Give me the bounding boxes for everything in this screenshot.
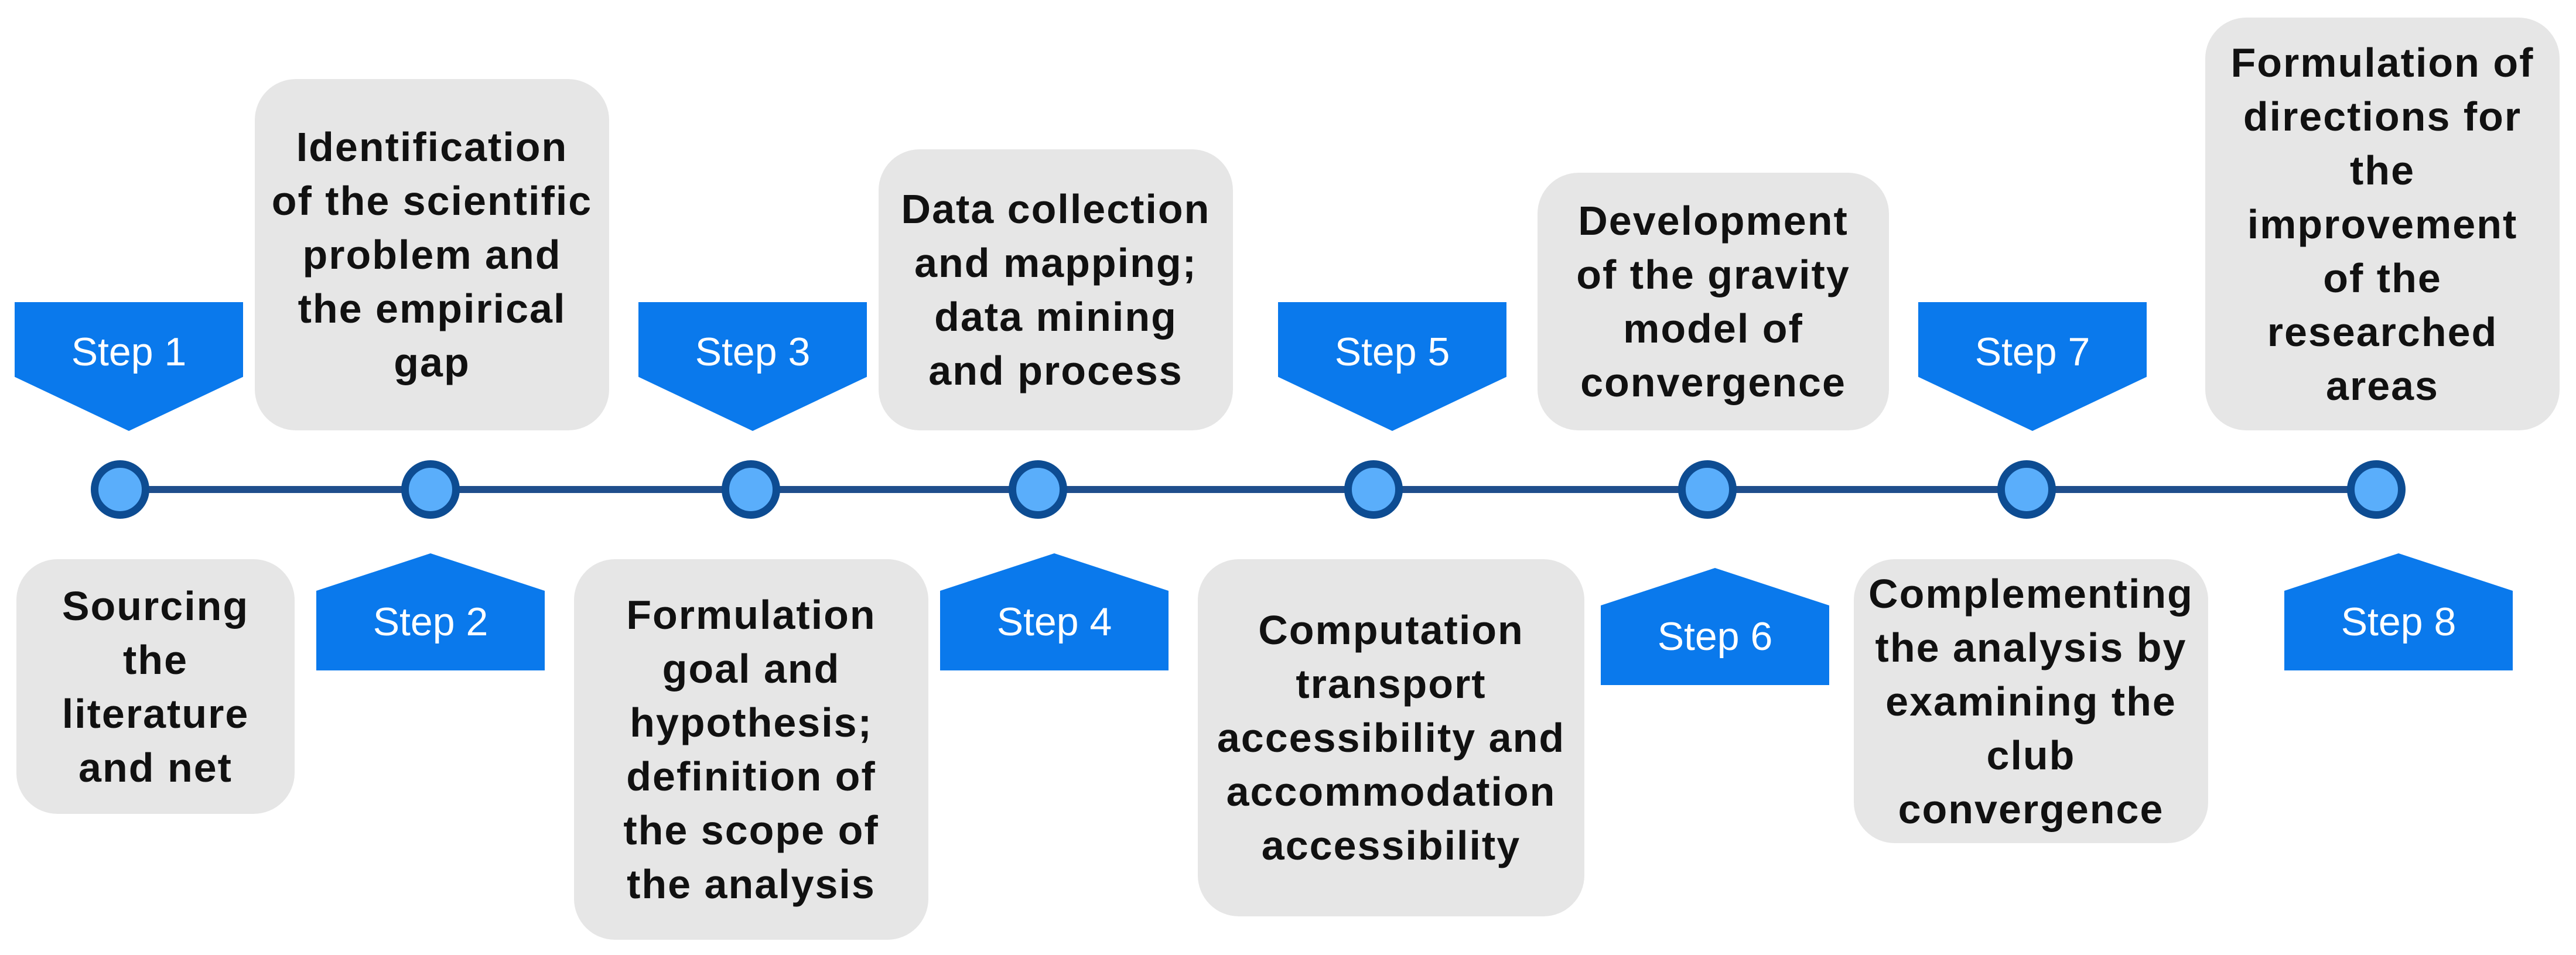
step-3-box: Formulation goal and hypothesis; definit… xyxy=(574,559,928,940)
step-4-label: Step 4 xyxy=(996,600,1112,644)
step-5-label: Step 5 xyxy=(1334,330,1450,374)
step-8-label: Step 8 xyxy=(2341,600,2457,644)
step-4-tag: Step 4 xyxy=(940,553,1169,670)
step-1-text: Sourcing the literature and net xyxy=(62,583,250,790)
step-1-label: Step 1 xyxy=(71,330,187,374)
step-4-text: Data collection and mapping; data mining… xyxy=(901,186,1211,393)
step-6-tag: Step 6 xyxy=(1601,568,1829,685)
step-1-box: Sourcing the literature and net xyxy=(16,559,295,814)
step-8-box: Formulation of directions for the improv… xyxy=(2205,18,2560,430)
step-7-box: Complementing the analysis by examining … xyxy=(1854,559,2208,843)
step-1-node xyxy=(91,460,149,519)
step-4-box: Data collection and mapping; data mining… xyxy=(879,149,1233,430)
step-5-text: Computation transport accessibility and … xyxy=(1217,607,1566,868)
step-7-text: Complementing the analysis by examining … xyxy=(1868,570,2194,832)
step-6-label: Step 6 xyxy=(1657,614,1773,659)
step-2-label: Step 2 xyxy=(373,600,488,644)
step-3-text: Formulation goal and hypothesis; definit… xyxy=(623,592,879,907)
step-3-node xyxy=(722,460,780,519)
step-3-tag: Step 3 xyxy=(638,302,867,431)
step-6-text: Development of the gravity model of conv… xyxy=(1576,198,1850,405)
step-2-text: Identification of the scientific problem… xyxy=(271,124,593,385)
step-4-node xyxy=(1009,460,1067,519)
step-2-tag: Step 2 xyxy=(316,553,545,670)
step-6-box: Development of the gravity model of conv… xyxy=(1538,173,1889,430)
step-7-label: Step 7 xyxy=(1974,330,2090,374)
step-2-box: Identification of the scientific problem… xyxy=(255,79,609,430)
step-5-tag: Step 5 xyxy=(1278,302,1506,431)
step-7-node xyxy=(1997,460,2056,519)
step-5-node xyxy=(1344,460,1403,519)
step-8-text: Formulation of directions for the improv… xyxy=(2230,39,2534,409)
timeline-line xyxy=(126,486,2381,493)
step-7-tag: Step 7 xyxy=(1918,302,2147,431)
step-2-node xyxy=(401,460,460,519)
step-5-box: Computation transport accessibility and … xyxy=(1198,559,1584,916)
step-8-tag: Step 8 xyxy=(2284,553,2513,670)
step-3-label: Step 3 xyxy=(695,330,811,374)
step-8-node xyxy=(2347,460,2406,519)
step-6-node xyxy=(1678,460,1737,519)
step-1-tag: Step 1 xyxy=(15,302,243,431)
